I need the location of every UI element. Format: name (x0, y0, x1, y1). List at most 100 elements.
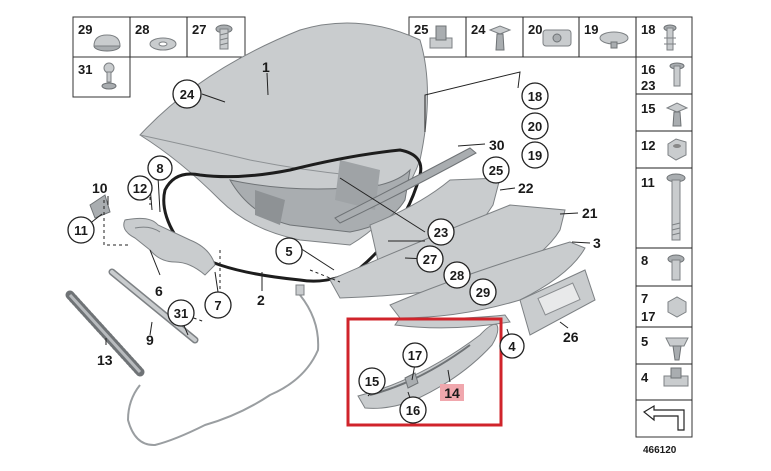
part-label-22: 22 (518, 180, 534, 196)
hardware-number-17: 17 (641, 309, 655, 324)
callout-25[interactable]: 25 (482, 156, 510, 184)
hinge-assembly[interactable] (89, 194, 216, 276)
callout-12[interactable]: 12 (127, 175, 153, 201)
callout-4[interactable]: 4 (499, 333, 525, 359)
svg-text:11: 11 (74, 223, 88, 238)
trunk-lid[interactable] (139, 22, 428, 246)
part-label-1: 1 (262, 59, 270, 75)
hardware-box-15[interactable]: 15 (641, 101, 689, 127)
top-left-hardware-boxes: 29 28 27 31 (72, 16, 246, 98)
callout-31[interactable]: 31 (167, 299, 195, 327)
hardware-box-arrow-symbol (642, 404, 685, 431)
callout-16[interactable]: 16 (399, 396, 427, 424)
hardware-box-24[interactable]: 24 (471, 22, 512, 51)
svg-text:18: 18 (528, 89, 542, 104)
callout-8[interactable]: 8 (147, 155, 173, 181)
part-label-6: 6 (155, 283, 163, 299)
dashed-reference-lines (103, 185, 341, 323)
cap-plug-icon (599, 31, 629, 49)
svg-text:4: 4 (508, 339, 516, 354)
bolt-icon (666, 173, 686, 241)
top-right-hardware-row: 25 24 20 19 (408, 16, 693, 58)
svg-text:23: 23 (434, 225, 448, 240)
callout-15[interactable]: 15 (358, 367, 386, 395)
push-clip-icon (665, 102, 689, 127)
hardware-box-27[interactable]: 27 (192, 22, 233, 50)
main-illustration (65, 22, 596, 447)
hardware-box-31[interactable]: 31 (78, 62, 117, 90)
callout-20[interactable]: 20 (521, 112, 549, 140)
hardware-box-11[interactable]: 11 (641, 173, 686, 241)
hardware-number-12: 12 (641, 138, 655, 153)
hardware-number-19: 19 (584, 22, 598, 37)
hardware-box-25[interactable]: 25 (414, 22, 453, 49)
hardware-box-5[interactable]: 5 (641, 334, 689, 361)
hardware-box-18[interactable]: 18 (641, 22, 677, 51)
hardware-box-8[interactable]: 8 (641, 253, 685, 281)
right-column-hardware: 16 23 15 12 11 (635, 56, 693, 438)
callout-23[interactable]: 23 (427, 218, 455, 246)
svg-text:16: 16 (406, 403, 420, 418)
hardware-box-16-23[interactable]: 16 23 (641, 62, 685, 93)
expanding-rivet-icon (663, 24, 677, 51)
callout-27[interactable]: 27 (416, 245, 444, 273)
hardware-number-20: 20 (528, 22, 542, 37)
highlighted-part-label[interactable]: 14 (440, 384, 464, 401)
callout-5[interactable]: 5 (275, 237, 303, 265)
svg-text:8: 8 (156, 161, 163, 176)
push-clip-icon (488, 25, 512, 51)
callout-28[interactable]: 28 (443, 261, 471, 289)
svg-text:15: 15 (365, 374, 379, 389)
hardware-box-12[interactable]: 12 (641, 138, 687, 161)
hardware-number-15: 15 (641, 101, 655, 116)
hardware-box-28[interactable]: 28 (135, 22, 177, 51)
round-cap-icon (93, 34, 121, 52)
svg-text:19: 19 (528, 148, 542, 163)
svg-text:20: 20 (528, 119, 542, 134)
svg-text:28: 28 (450, 268, 464, 283)
part-label-3: 3 (593, 235, 601, 251)
hardware-number-25: 25 (414, 22, 428, 37)
washer-icon (149, 37, 177, 51)
spring-strut[interactable] (65, 290, 145, 377)
callout-7[interactable]: 7 (204, 291, 232, 319)
tailgate-handle-14[interactable] (357, 324, 499, 409)
svg-text:27: 27 (423, 252, 437, 267)
svg-text:12: 12 (133, 181, 147, 196)
callout-24[interactable]: 24 (172, 79, 202, 109)
clip-icon (542, 29, 572, 47)
diagram-id: 466120 (643, 445, 677, 456)
arrow-symbol-icon (642, 404, 685, 431)
part-label-26: 26 (563, 329, 579, 345)
svg-text:24: 24 (180, 87, 195, 102)
svg-text:5: 5 (285, 244, 292, 259)
release-cable[interactable] (126, 294, 320, 447)
hardware-number-23: 23 (641, 78, 655, 93)
svg-text:25: 25 (489, 163, 503, 178)
hardware-number-24: 24 (471, 22, 486, 37)
hardware-box-4[interactable]: 4 (641, 367, 689, 387)
hardware-number-5: 5 (641, 334, 648, 349)
hardware-number-31: 31 (78, 62, 92, 77)
ball-stud-icon (101, 62, 117, 90)
trim-strip-30[interactable] (334, 147, 477, 224)
hardware-box-20[interactable]: 20 (528, 22, 572, 47)
hardware-box-29[interactable]: 29 (78, 22, 121, 52)
hardware-box-19[interactable]: 19 (584, 22, 629, 49)
part-label-2: 2 (257, 292, 265, 308)
part-label-10: 10 (92, 180, 108, 196)
callout-11[interactable]: 11 (67, 216, 95, 244)
callout-17[interactable]: 17 (402, 342, 428, 368)
part-label-13: 13 (97, 352, 113, 368)
svg-text:31: 31 (174, 306, 188, 321)
nut-clip-icon (429, 25, 453, 49)
callout-18[interactable]: 18 (521, 82, 549, 110)
hardware-number-11: 11 (641, 175, 655, 190)
gas-spring[interactable] (108, 268, 199, 344)
callout-29[interactable]: 29 (469, 278, 497, 306)
nut-icon (667, 296, 687, 318)
hardware-box-7-17[interactable]: 7 17 (641, 291, 687, 324)
callout-19[interactable]: 19 (521, 141, 549, 169)
highlighted-part-number: 14 (444, 385, 460, 401)
